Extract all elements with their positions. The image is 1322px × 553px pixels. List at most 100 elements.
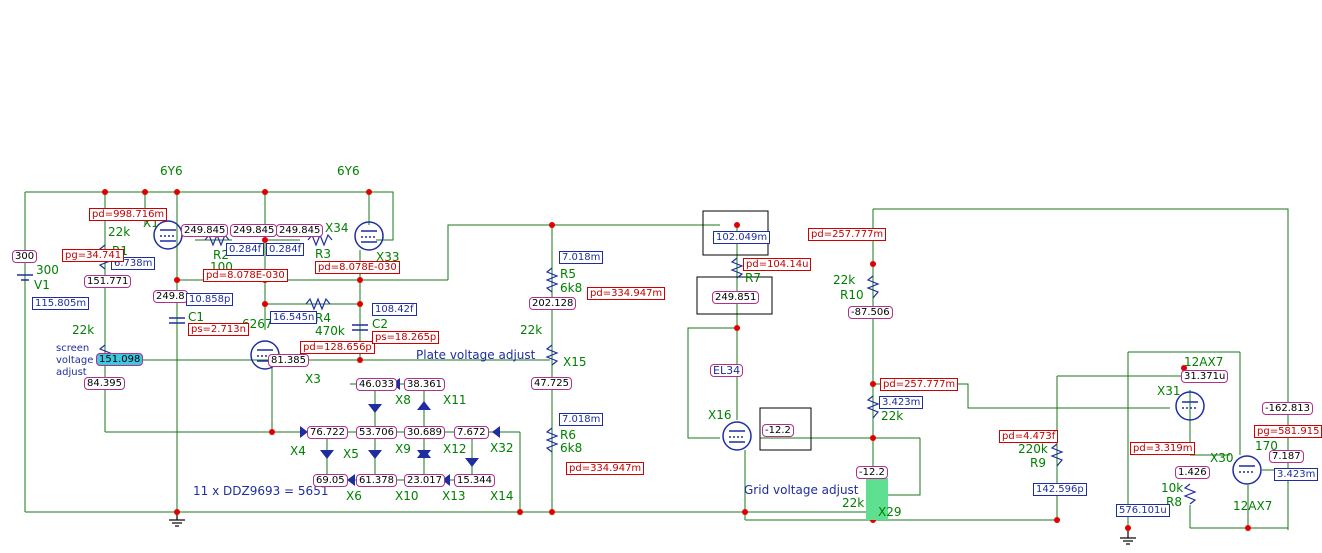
x6-name: X6: [346, 489, 362, 503]
resistor-r5: [545, 267, 559, 293]
capacitors: [169, 317, 368, 331]
voltage-probe: 69.05: [313, 474, 348, 487]
power-probe: pd=3.319m: [1130, 442, 1196, 455]
r2-name: R2: [213, 248, 229, 262]
voltage-probe: 84.395: [84, 377, 125, 390]
voltage-probe: -162.813: [1262, 402, 1313, 415]
current-probe: 10.858p: [186, 293, 234, 306]
screen-pot-value: 22k: [72, 323, 95, 337]
x4-name: X4: [290, 444, 306, 458]
power-probe: pg=34.741: [62, 249, 125, 262]
x32-name: X32: [490, 441, 514, 455]
tube-12ax7-top: 12AX7: [1184, 355, 1224, 369]
voltage-probe: 23.017: [404, 474, 445, 487]
x12-name: X12: [443, 442, 467, 456]
x5-name: X5: [343, 447, 359, 461]
x16-name: X16: [708, 408, 732, 422]
r6-name: R6: [560, 428, 576, 442]
resistor-r10: [866, 275, 880, 299]
zener-diodes: [300, 378, 500, 486]
voltage-probe: 30.689: [404, 426, 445, 439]
screen-label-2: voltage: [56, 355, 94, 366]
x14-name: X14: [490, 489, 514, 503]
current-probe: 16.545n: [270, 311, 318, 324]
voltage-probe: 15.344: [454, 474, 495, 487]
tube-x31: [1175, 391, 1205, 421]
voltage-probe: 53.706: [356, 426, 397, 439]
power-probe: pd=334.947m: [587, 287, 666, 300]
voltage-probe: 38.361: [404, 378, 445, 391]
x30-name: X30: [1210, 451, 1234, 465]
x29-name: X29: [878, 505, 902, 519]
voltage-probe: 151.771: [84, 275, 132, 288]
screen-label-3: adjust: [56, 367, 87, 378]
tube-6y6-right-label: 6Y6: [337, 164, 360, 178]
r4-value: 470k: [315, 324, 345, 338]
voltage-probe: 61.378: [356, 474, 397, 487]
voltage-probe: 249.845: [230, 224, 278, 237]
zener-x9: [368, 450, 382, 459]
voltage-probe: 249.845: [276, 224, 324, 237]
zener-x8: [368, 404, 382, 413]
x34-name: X34: [325, 221, 349, 235]
tube-internals: [160, 229, 1255, 473]
voltage-probe: -87.506: [848, 306, 893, 319]
current-probe: 576.101u: [1116, 504, 1170, 517]
r7-name: R7: [745, 271, 761, 285]
c2-name: C2: [372, 317, 389, 331]
voltage-probe-selected: 151.098: [96, 353, 144, 366]
x29-value: 22k: [842, 496, 865, 510]
x33-name: X33: [376, 250, 400, 264]
r8-name: R8: [1166, 495, 1182, 509]
voltage-probe: 46.033: [356, 378, 397, 391]
resistor-x15: [545, 344, 559, 366]
resistor-r9: [1050, 443, 1064, 467]
current-probe: 115.805m: [32, 297, 90, 310]
r10-name: R10: [840, 288, 864, 302]
power-probe: pd=334.947m: [566, 462, 645, 475]
power-probe: pd=4.473f: [999, 430, 1059, 443]
current-probe: 108.42f: [372, 303, 417, 316]
c1-name: C1: [188, 310, 205, 324]
current-probe: 142.596p: [1033, 483, 1087, 496]
r9-name: R9: [1030, 456, 1046, 470]
tube-x16: [722, 421, 752, 451]
power-probe: pg=581.915: [1254, 425, 1322, 438]
grid-adjust-label: Grid voltage adjust: [744, 483, 859, 497]
current-probe: 3.423m: [1274, 468, 1319, 481]
power-probe: pd=104.14u: [743, 258, 812, 271]
r8-value: 10k: [1161, 481, 1184, 495]
x15-value: 22k: [520, 323, 543, 337]
voltage-probe: 7.672: [454, 426, 489, 439]
zener-note: 11 x DDZ9693 = 5651: [193, 484, 329, 498]
r6-value: 6k8: [560, 441, 583, 455]
x9-name: X9: [395, 442, 411, 456]
tube-x30: [1232, 455, 1262, 485]
voltage-probe: 81.385: [268, 354, 309, 367]
x2-name: 6267: [242, 317, 273, 331]
current-probe: 3.423m: [879, 396, 924, 409]
voltage-probe: 300: [12, 250, 38, 263]
r9-value: 220k: [1018, 442, 1048, 456]
power-probe: pd=128.656p: [300, 341, 375, 354]
resistor-pot2: [866, 395, 880, 419]
x13-name: X13: [442, 489, 466, 503]
voltage-probe: 249.845: [181, 224, 229, 237]
r5-value: 6k8: [560, 281, 583, 295]
power-probe: pd=257.777m: [808, 228, 887, 241]
resistor-r4: [305, 297, 331, 311]
x30-value: 170: [1255, 439, 1278, 453]
resistor-r6: [545, 427, 559, 453]
power-probe: pd=8.078E-030: [315, 261, 400, 274]
el34-label: EL34: [710, 364, 744, 377]
voltage-probe: 249.851: [712, 291, 760, 304]
v1-name: V1: [34, 278, 50, 292]
r3-name: R3: [315, 247, 331, 261]
zener-x14: [465, 458, 479, 467]
zener-x11: [417, 401, 431, 410]
current-probe: 102.049m: [713, 231, 771, 244]
voltage-probe: 1.426: [1175, 466, 1210, 479]
zener-x32: [492, 426, 500, 438]
screen-label-1: screen: [56, 343, 90, 354]
